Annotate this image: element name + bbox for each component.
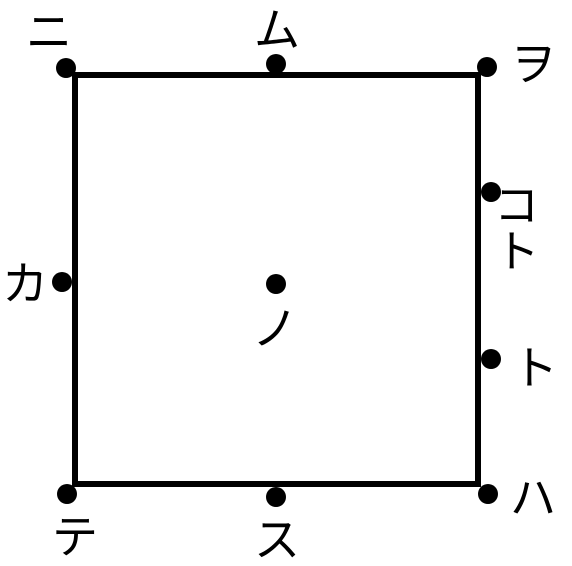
point-dot-top-left: [56, 58, 76, 78]
point-dot-left-mid: [52, 272, 72, 292]
point-label-bottom-right: ハ: [510, 471, 556, 525]
point-label-left-mid: カ: [2, 257, 48, 311]
point-dot-bottom-right: [478, 484, 498, 504]
point-label-center: ノ: [252, 302, 298, 356]
point-label-bottom-left: テ: [52, 510, 98, 561]
point-dot-bottom-left: [57, 484, 77, 504]
point-dot-right-upper: [481, 182, 501, 202]
point-dot-top-right: [477, 57, 497, 77]
point-dot-top-mid: [266, 54, 286, 74]
point-label-top-right: ヲ: [510, 37, 556, 91]
point-label-bottom-mid: ス: [254, 513, 300, 561]
point-label-right-upper: コト: [487, 181, 541, 273]
point-dot-center: [266, 274, 286, 294]
point-label-top-mid: ム: [254, 3, 300, 57]
point-label-top-left: ニ: [26, 5, 72, 59]
point-label-right-lower: ト: [512, 341, 558, 395]
point-dot-right-lower: [481, 349, 501, 369]
point-dot-bottom-mid: [266, 487, 286, 507]
square-outline: [72, 72, 481, 487]
